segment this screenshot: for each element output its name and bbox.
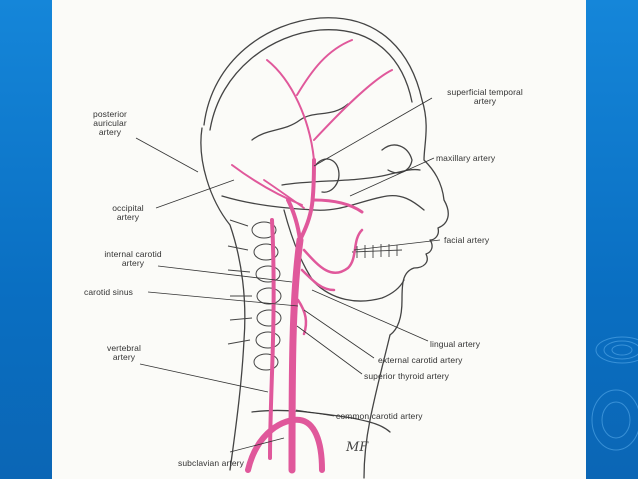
label-common-carotid-artery: common carotid artery (336, 411, 423, 421)
clavicle (251, 409, 391, 433)
illustrator-signature: MF (346, 440, 369, 455)
facial (302, 228, 364, 275)
orbit (381, 144, 413, 174)
lingual (300, 268, 336, 292)
leader-lines (135, 97, 441, 453)
label-lingual-artery: lingual artery (430, 339, 481, 349)
head-neck-arteries-illustration (135, 17, 449, 479)
posterior-auricular (263, 179, 305, 209)
label-carotid-sinus: carotid sinus (84, 287, 134, 297)
ripple-decoration (586, 300, 638, 479)
slide-right-border (586, 0, 638, 479)
zygoma (281, 168, 421, 186)
external-carotid (298, 158, 316, 242)
label-superior-thyroid-artery: superior thyroid artery (364, 371, 449, 381)
arteries (231, 39, 393, 474)
internal-carotid (286, 198, 302, 242)
vertebral (268, 218, 276, 460)
back-neck (200, 127, 246, 471)
skull-base (221, 194, 425, 211)
maxillary (312, 198, 364, 214)
slide-left-border (0, 0, 52, 479)
cervical-vertebrae (227, 219, 282, 371)
common-carotid (288, 236, 304, 474)
teeth (351, 244, 403, 258)
label-external-carotid-artery: external carotid artery (378, 355, 463, 365)
label-facial-artery: facial artery (444, 235, 490, 245)
skull-suture (251, 103, 349, 141)
label-maxillary-artery: maxillary artery (436, 153, 496, 163)
superior-thyroid (296, 298, 308, 336)
ear (313, 158, 340, 193)
superficial-temporal (266, 39, 393, 161)
front-neck (363, 334, 391, 479)
scalp-inner (209, 29, 413, 131)
head-outline (203, 17, 449, 336)
label-subclavian-artery: subclavian artery (178, 458, 244, 468)
mandible (283, 209, 405, 302)
